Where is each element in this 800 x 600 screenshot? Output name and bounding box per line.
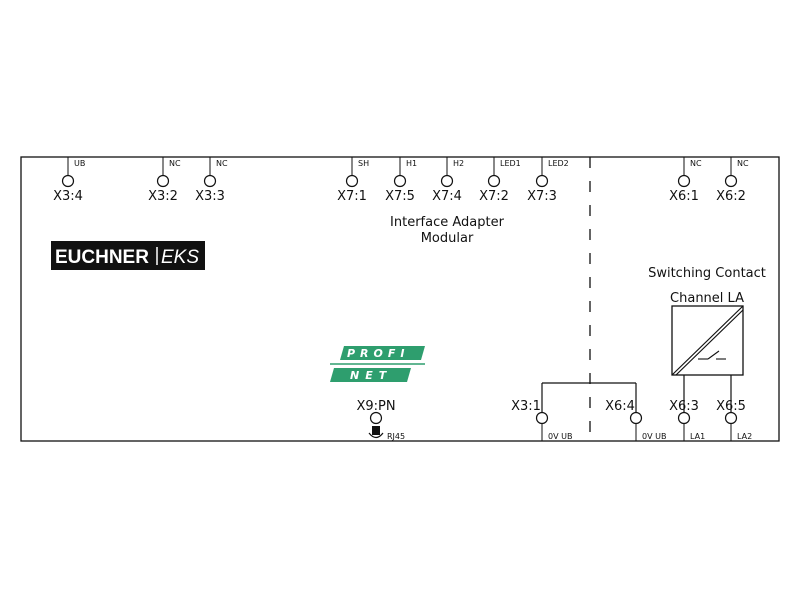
brand-name: EUCHNER [55,247,149,268]
signal-label: 0V UB [548,432,572,441]
terminal-circle [724,411,738,425]
terminal-circle [535,411,549,425]
euchner-logo: EUCHNER EKS [51,241,205,270]
module-title-line1: Interface Adapter [390,215,505,230]
top-terminal-x7-1: SH X7:1 [337,157,369,204]
signal-label: LA2 [737,432,752,441]
bottom-terminal-x6-3: X6:3 LA1 [669,375,705,441]
pin-label: X7:2 [479,189,509,204]
top-terminal-x6-2: NC X6:2 [716,157,749,204]
signal-label: H1 [406,159,417,168]
ground-bus [541,382,637,413]
terminal-circle [724,174,738,188]
top-terminal-x3-4: UB X3:4 [53,157,85,204]
bottom-terminal-x9-pn: X9:PN RJ45 [356,399,405,441]
signal-label: UB [74,159,85,168]
top-terminal-x7-2: LED1 X7:2 [479,157,521,204]
switching-contact-title: Switching Contact [648,266,766,281]
top-terminal-x3-2: NC X3:2 [148,157,181,204]
relay-symbol [671,305,744,376]
signal-label: H2 [453,159,464,168]
signal-label: NC [216,159,228,168]
pin-label: X6:5 [716,399,746,414]
terminal-circle [487,174,501,188]
pin-label: X7:5 [385,189,415,204]
signal-label: 0V UB [642,432,666,441]
terminal-circle [203,174,217,188]
top-terminal-x7-5: H1 X7:5 [385,157,417,204]
pin-label: X6:3 [669,399,699,414]
bottom-terminal-x3-1: X3:1 0V UB [511,399,572,441]
pin-label: X3:3 [195,189,225,204]
pin-label: X9:PN [356,399,395,414]
terminal-circle [677,411,691,425]
terminal-circle [629,411,643,425]
signal-label: LED1 [500,159,521,168]
terminal-circle [393,174,407,188]
brand-product: EKS [161,247,199,268]
top-terminal-x7-4: H2 X7:4 [432,157,464,204]
profinet-line2: NET [350,369,392,382]
terminal-circle [677,174,691,188]
profinet-logo: PROFI NET [330,346,425,382]
rj45-connector-icon [372,426,380,435]
signal-label: LA1 [690,432,705,441]
terminal-circle [369,411,383,425]
terminal-circle [440,174,454,188]
pin-label: X3:4 [53,189,83,204]
terminal-circle [345,174,359,188]
bottom-terminal-x6-5: X6:5 LA2 [716,375,752,441]
bottom-terminal-x6-4: X6:4 0V UB [605,399,666,441]
pin-label: X6:1 [669,189,699,204]
pin-label: X7:1 [337,189,367,204]
signal-label: NC [737,159,749,168]
pin-label: X3:1 [511,399,541,414]
pin-label: X6:2 [716,189,746,204]
pin-label: X7:4 [432,189,462,204]
signal-label: RJ45 [387,432,405,441]
switching-contact-channel: Channel LA [670,291,744,306]
pin-label: X3:2 [148,189,178,204]
signal-label: NC [690,159,702,168]
terminal-circle [156,174,170,188]
terminal-circle [535,174,549,188]
profinet-line1: PROFI [347,347,410,360]
terminal-circle [61,174,75,188]
module-title-line2: Modular [421,231,474,246]
top-terminal-x3-3: NC X3:3 [195,157,228,204]
signal-label: LED2 [548,159,569,168]
pin-label: X6:4 [605,399,635,414]
pin-label: X7:3 [527,189,557,204]
top-terminal-x7-3: LED2 X7:3 [527,157,569,204]
signal-label: NC [169,159,181,168]
top-terminal-x6-1: NC X6:1 [669,157,702,204]
signal-label: SH [358,159,369,168]
